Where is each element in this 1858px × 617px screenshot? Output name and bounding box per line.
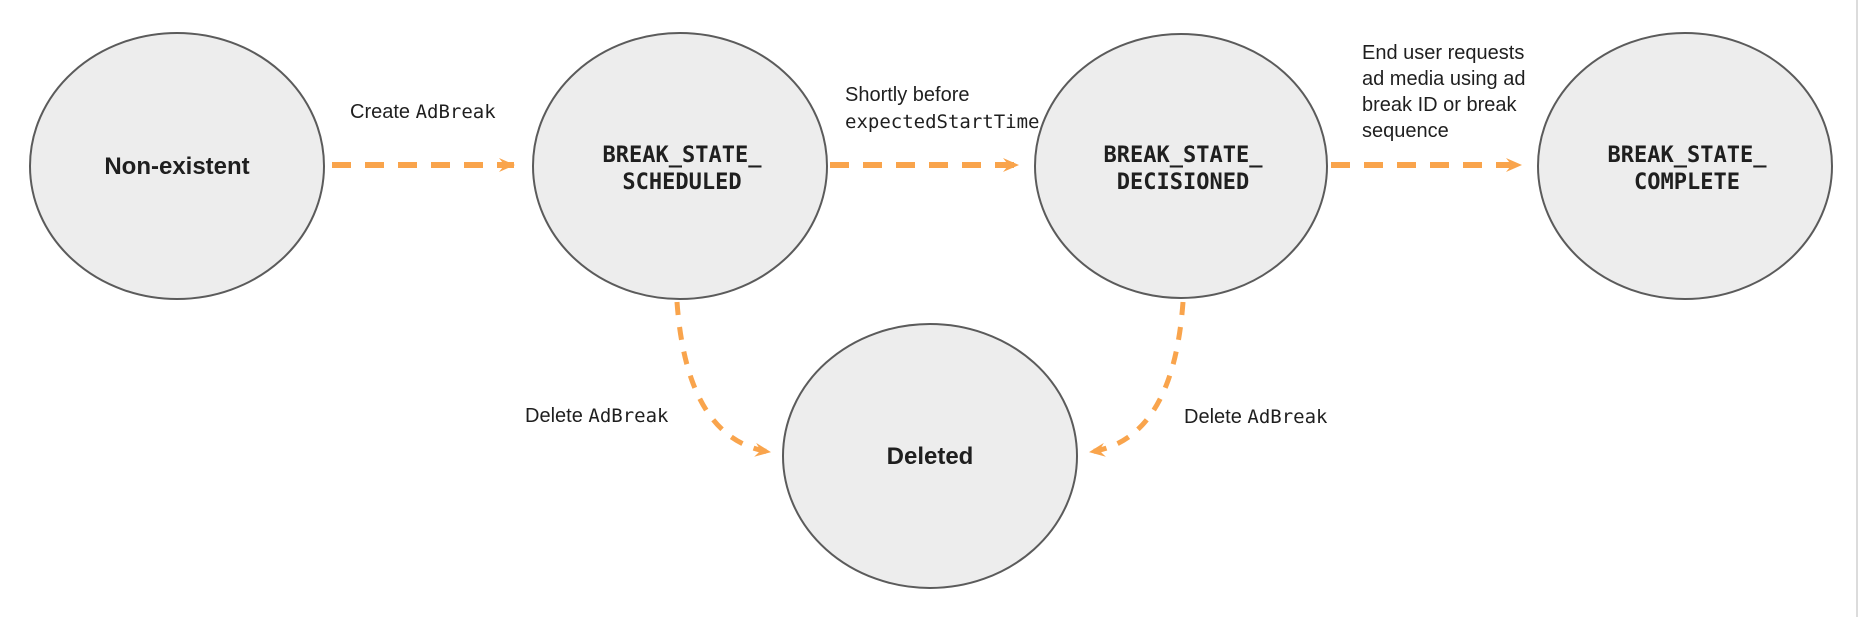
state-label-deleted: Deleted xyxy=(886,443,974,470)
edge-label-code: AdBreak xyxy=(588,405,669,427)
state-ellipse-break-state-decisioned xyxy=(1034,33,1328,299)
edge-label-shortly-before: Shortly before expectedStartTime xyxy=(845,82,1039,136)
edge-label-delete-adbreak-left: Delete AdBreak xyxy=(525,403,668,430)
state-label-non-existent: Non-existent xyxy=(104,153,250,180)
edge-label-delete-adbreak-right: Delete AdBreak xyxy=(1184,404,1327,431)
edge-label-text: Delete xyxy=(525,405,589,427)
edge-arrow-delete-from-scheduled xyxy=(674,301,771,457)
edge-label-create-adbreak: Create AdBreak xyxy=(350,99,496,126)
state-label-break-state-complete: BREAK_STATE_ COMPLETE xyxy=(1608,142,1767,196)
state-ellipse-non-existent xyxy=(29,32,325,300)
state-label-break-state-decisioned: BREAK_STATE_ DECISIONED xyxy=(1104,142,1263,196)
state-label-line: COMPLETE xyxy=(1634,170,1740,195)
state-ellipse-deleted xyxy=(782,323,1078,589)
state-label-line: BREAK_STATE_ xyxy=(1103,143,1263,168)
state-label-line: DECISIONED xyxy=(1116,170,1250,195)
state-ellipse-break-state-complete xyxy=(1537,32,1833,300)
state-label-line: BREAK_STATE_ xyxy=(602,143,762,168)
edge-label-code: AdBreak xyxy=(415,101,496,123)
state-label-line: SCHEDULED xyxy=(622,170,742,195)
edge-label-text: Create xyxy=(350,101,416,123)
edge-label-code: expectedStartTime xyxy=(845,111,1040,133)
edge-label-end-user-requests: End user requests ad media using ad brea… xyxy=(1362,42,1526,142)
state-label-break-state-scheduled: BREAK_STATE_ SCHEDULED xyxy=(603,142,762,196)
edge-label-text: Shortly before xyxy=(845,84,970,106)
state-label-line: BREAK_STATE_ xyxy=(1607,143,1767,168)
edge-arrow-delete-from-decisioned xyxy=(1089,301,1186,457)
edge-label-code: AdBreak xyxy=(1247,406,1328,428)
page-edge-divider xyxy=(1856,0,1858,617)
edge-label-text: Delete xyxy=(1184,406,1248,428)
state-ellipse-break-state-scheduled xyxy=(532,32,828,300)
